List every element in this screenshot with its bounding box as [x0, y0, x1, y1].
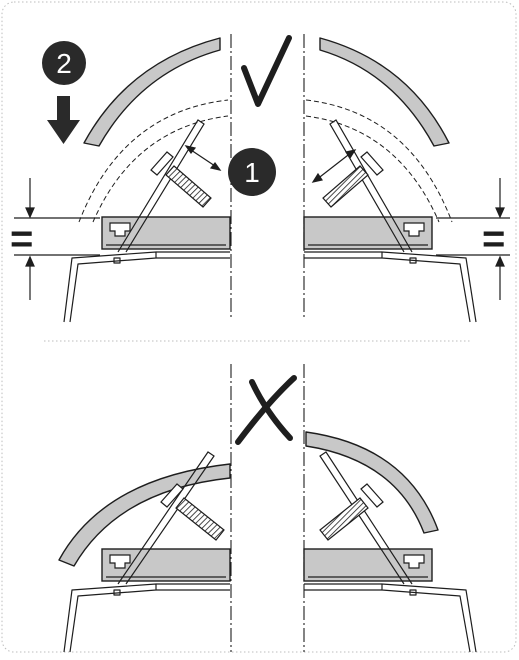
- step-one-number: 1: [244, 157, 260, 188]
- lifted-cover-left: [83, 37, 221, 147]
- bolt-left-top: [150, 151, 212, 208]
- bolt-left-bottom: [160, 483, 225, 541]
- lifted-cover-right: [319, 37, 450, 147]
- diagonal-rods-top: [117, 119, 413, 253]
- equal-gap-symbol-right: =: [482, 217, 505, 261]
- double-arrow-icon: [184, 145, 357, 183]
- cover-right-bottom: [305, 431, 439, 534]
- support-brackets-bottom: [63, 583, 477, 653]
- cover-left-bottom: [58, 463, 231, 567]
- bolt-right-bottom: [319, 483, 384, 541]
- bar-clips-bottom: [109, 554, 425, 569]
- step-one-badge: [228, 148, 276, 196]
- ghost-arcs: [78, 99, 453, 223]
- support-brackets-top: [63, 251, 477, 323]
- step-two-badge: [42, 41, 86, 85]
- diagonal-rods-bottom: [117, 451, 413, 585]
- bolt-right-top: [322, 151, 384, 208]
- arrow-down-icon: [47, 96, 80, 144]
- step-two-number: 2: [56, 48, 72, 79]
- correct-panel: = = 2 1: [10, 35, 510, 323]
- equal-gap-marker-left: [14, 178, 100, 300]
- incorrect-panel: [58, 375, 477, 653]
- center-cut-lines: [230, 34, 305, 652]
- bar-clips-top: [109, 222, 425, 237]
- equal-gap-symbol-left: =: [10, 217, 33, 261]
- checkmark-icon: [241, 35, 292, 107]
- equal-gap-marker-right: [436, 178, 510, 300]
- cross-icon: [235, 375, 297, 445]
